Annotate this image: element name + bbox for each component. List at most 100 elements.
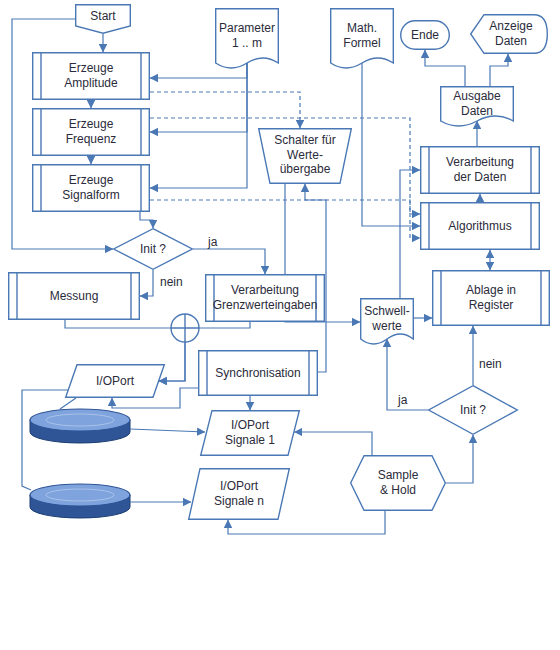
shape-path	[429, 386, 518, 435]
connector	[362, 63, 420, 226]
node-label: Start	[90, 9, 115, 24]
connector	[425, 50, 465, 86]
shape-path	[441, 87, 514, 126]
process-box: Ablage in Register	[432, 270, 550, 326]
process-box: Messung	[8, 272, 140, 320]
storage-wire	[22, 390, 70, 490]
shape-path	[66, 365, 165, 398]
io-parallelogram: I/OPort Signale 1	[200, 410, 300, 456]
shape-path	[189, 469, 290, 520]
summing-junction	[171, 314, 199, 342]
node-label: Ende	[411, 28, 439, 43]
text-area: Ausgabe Daten	[443, 89, 511, 118]
node-label: Anzeige Daten	[484, 19, 538, 48]
text-area: Sample & Hold	[376, 457, 420, 509]
text-area: Ablage in Register	[443, 272, 539, 324]
shape-path	[33, 165, 150, 212]
node-label: Messung	[50, 289, 99, 304]
text-area: Start	[78, 6, 128, 26]
shape-path	[421, 147, 540, 194]
node-label: Verarbeitung der Daten	[438, 155, 522, 184]
document-shape: Math. Formel	[330, 8, 394, 72]
storage-wire	[130, 429, 205, 432]
edge-label: ja	[398, 394, 407, 406]
storage-wire	[130, 501, 191, 502]
preparation-hexagon: Sample & Hold	[350, 455, 446, 511]
decision-diamond: Init ?	[113, 228, 193, 270]
manual-operation: Schalter für Werte- übergabe	[258, 128, 352, 184]
shape-path	[401, 21, 450, 50]
node-label: Ablage in Register	[443, 283, 539, 312]
disk-storage	[30, 409, 130, 443]
edge-label: nein	[479, 358, 502, 370]
connector	[140, 270, 153, 296]
text-area: I/OPort	[79, 366, 151, 396]
connector	[102, 34, 103, 52]
disk-ring	[46, 489, 114, 501]
process-box: Algorithmus	[420, 202, 540, 250]
decision-diamond: Init ?	[428, 385, 518, 435]
document-shape: Ausgabe Daten	[440, 86, 514, 130]
dashed-connector	[150, 92, 300, 128]
edge-label: nein	[160, 276, 183, 288]
storage-wire	[60, 398, 76, 409]
junction-cross	[171, 314, 199, 342]
node-label: Algorithmus	[448, 219, 511, 234]
node-label: Parameter 1 .. m	[218, 21, 276, 50]
disk-top	[30, 409, 130, 431]
document-shape: Parameter 1 .. m	[215, 8, 279, 72]
text-area: Math. Formel	[333, 11, 391, 60]
document-shape: Schwell- werte	[360, 298, 414, 348]
text-area: Erzeuge Amplitude	[43, 54, 139, 98]
shape-path	[351, 456, 446, 511]
text-area: Init ?	[127, 230, 179, 268]
connector	[387, 339, 428, 410]
shape-path	[331, 9, 394, 68]
node-label: Sample & Hold	[376, 468, 420, 497]
text-area: Erzeuge Signalform	[43, 166, 139, 210]
process-box: Synchronisation	[198, 350, 318, 396]
text-area: Verarbeitung der Daten	[438, 148, 522, 192]
text-area: Messung	[19, 274, 129, 318]
shape-path	[201, 411, 300, 456]
text-area: I/OPort Signale n	[202, 470, 276, 518]
terminator: Ende	[400, 20, 450, 50]
shape-path	[206, 275, 325, 322]
node-label: Synchronisation	[215, 366, 300, 381]
text-area: Schalter für Werte- übergabe	[272, 130, 338, 180]
disk-top	[30, 484, 130, 506]
connector	[193, 249, 265, 274]
process-box: Erzeuge Amplitude	[32, 52, 150, 100]
shape-path	[199, 351, 318, 396]
node-label: Schalter für Werte- übergabe	[272, 133, 338, 177]
process-box: Verarbeitung der Daten	[420, 146, 540, 194]
text-area: Init ?	[442, 387, 504, 433]
disk-ring	[46, 414, 114, 426]
text-area: Parameter 1 .. m	[218, 11, 276, 60]
shape-path	[33, 53, 150, 100]
node-label: Erzeuge Frequenz	[43, 117, 139, 146]
shape-path	[114, 229, 193, 270]
connector	[479, 194, 480, 202]
node-label: I/OPort	[96, 374, 134, 389]
dashed-connector	[150, 200, 420, 238]
shape-path	[433, 271, 550, 326]
text-area: Verarbeitung Grenzwerteingaben	[216, 276, 314, 320]
text-area: Ende	[406, 22, 444, 48]
node-label: Verarbeitung Grenzwerteingaben	[213, 283, 318, 312]
text-area: Anzeige Daten	[484, 16, 538, 52]
process-box: Erzeuge Signalform	[32, 164, 150, 212]
connector	[446, 435, 473, 483]
connector	[249, 396, 250, 410]
shape-path	[9, 273, 140, 320]
process-box: Verarbeitung Grenzwerteingaben	[205, 274, 325, 322]
shape-path	[471, 15, 548, 54]
connector	[90, 100, 91, 108]
connector	[150, 63, 247, 132]
shape-path	[76, 5, 131, 34]
text-area: I/OPort Signale 1	[214, 412, 286, 454]
junction-circle	[171, 314, 199, 342]
node-label: Ausgabe Daten	[443, 89, 511, 118]
shape-path	[216, 9, 279, 68]
